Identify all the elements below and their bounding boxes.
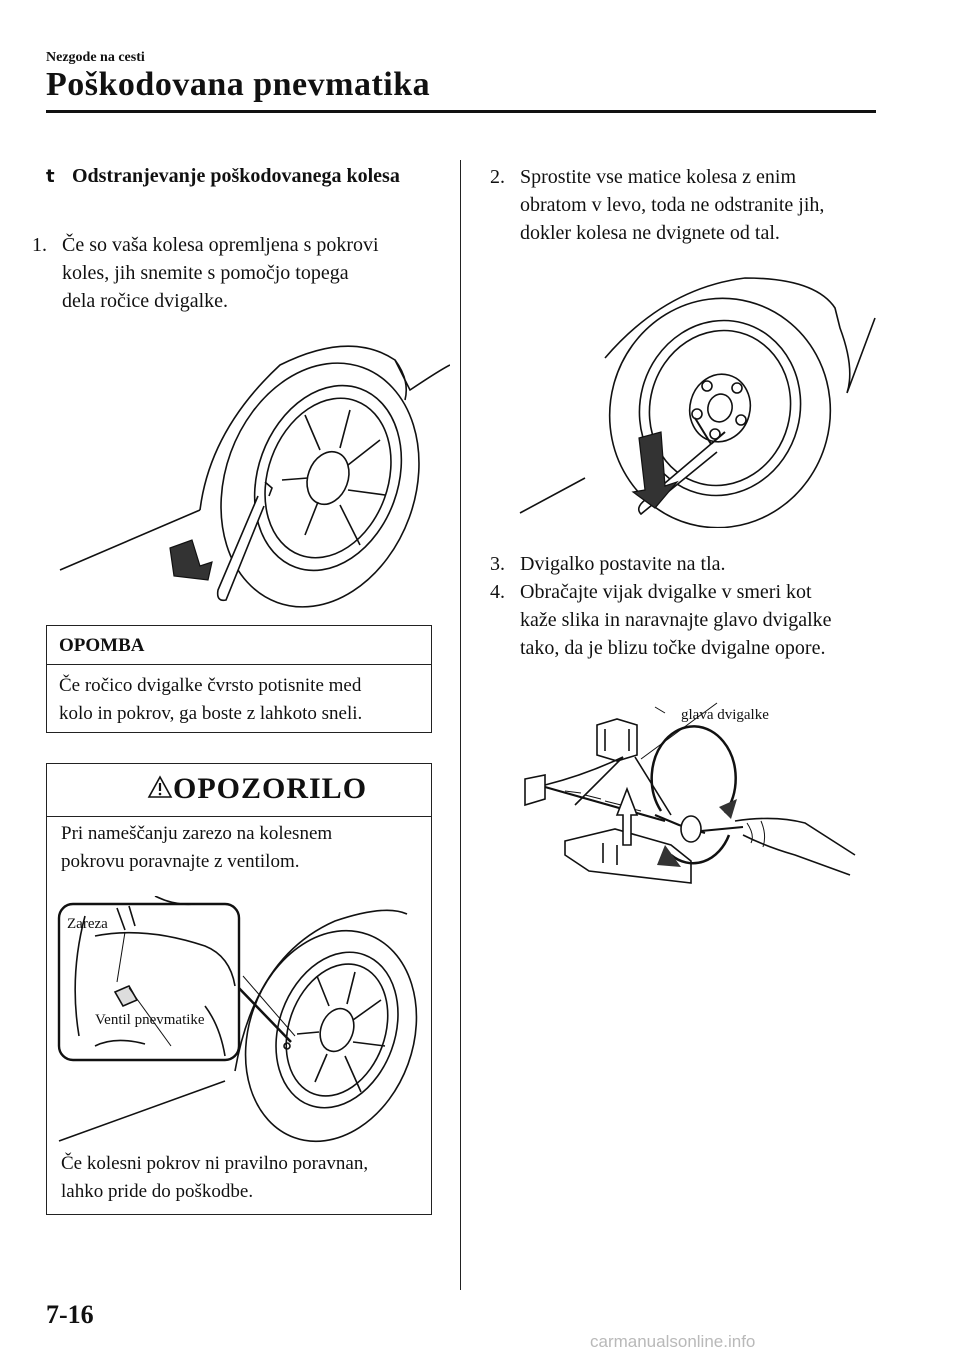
- watermark: carmanualsonline.info: [590, 1332, 756, 1351]
- step-number: 2.: [490, 166, 505, 188]
- note-title: OPOMBA: [59, 635, 145, 656]
- step-4: 4. Obračajte vijak dvigalke v smeri kot …: [490, 578, 910, 668]
- step-line: obratom v levo, toda ne odstranite jih,: [520, 194, 825, 216]
- step-2: 2. Sprostite vse matice kolesa z enim ob…: [490, 163, 910, 253]
- step-number: 1.: [32, 234, 47, 256]
- step-line: dela ročice dvigalke.: [62, 290, 229, 312]
- step-line: Če so vaša kolesa opremljena s pokrovi: [62, 234, 379, 256]
- step-line: Sprostite vse matice kolesa z enim: [520, 166, 797, 188]
- valve-label: Ventil pnevmatike: [95, 1012, 205, 1028]
- warning-text: Pri nameščanju zarezo na kolesnem pokrov…: [61, 820, 421, 876]
- note-header: OPOMBA: [47, 626, 431, 665]
- wheel-cover-removal-illustration: [50, 330, 450, 610]
- step-line: dokler kolesa ne dvignete od tal.: [520, 222, 780, 244]
- step-number: 3.: [490, 553, 505, 575]
- loosen-lug-nuts-illustration: [515, 268, 885, 528]
- step-text: Če so vaša kolesa opremljena s pokrovi k…: [62, 231, 379, 315]
- warning-line: Pri nameščanju zarezo na kolesnem: [61, 823, 333, 844]
- jack-adjustment-illustration: glava dvigalke: [505, 695, 885, 905]
- page-title: Poškodovana pnevmatika: [46, 66, 431, 103]
- subheading-text: Odstranjevanje poškodovanega kolesa: [72, 165, 400, 187]
- step-line: Obračajte vijak dvigalke v smeri kot: [520, 581, 812, 603]
- note-line: kolo in pokrov, ga boste z lahkoto sneli…: [59, 703, 363, 724]
- subheading-bullet: t: [46, 166, 55, 187]
- warning-text-bottom: Če kolesni pokrov ni pravilno poravnan, …: [61, 1150, 427, 1206]
- title-rule: [46, 110, 876, 113]
- jack-head-label: glava dvigalke: [681, 707, 769, 723]
- step-number: 4.: [490, 581, 505, 603]
- warning-triangle-icon: [147, 775, 173, 799]
- column-divider: [460, 160, 461, 1290]
- step-1: 1. Če so vaša kolesa opremljena s pokrov…: [32, 231, 452, 321]
- warning-title: OPOZORILO: [173, 772, 368, 805]
- warning-box: OPOZORILO Pri nameščanju zarezo na koles…: [46, 763, 432, 1215]
- step-line: kaže slika in naravnajte glavo dvigalke: [520, 609, 832, 631]
- note-box: OPOMBA Če ročico dvigalke čvrsto potisni…: [46, 625, 432, 733]
- step-3: 3. Dvigalko postavite na tla.: [490, 550, 910, 580]
- wheel-cover-alignment-illustration: Zareza Ventil pnevmatike: [55, 896, 425, 1146]
- page-number: 7-16: [46, 1300, 94, 1329]
- step-text: Obračajte vijak dvigalke v smeri kot kaž…: [520, 578, 832, 662]
- note-body: Če ročico dvigalke čvrsto potisnite med …: [59, 672, 425, 728]
- step-line: tako, da je blizu točke dvigalne opore.: [520, 637, 826, 659]
- step-line: Dvigalko postavite na tla.: [520, 553, 726, 575]
- section-label: Nezgode na cesti: [46, 50, 145, 65]
- warning-header: OPOZORILO: [47, 764, 431, 817]
- warning-line: Če kolesni pokrov ni pravilno poravnan,: [61, 1153, 369, 1174]
- step-text: Dvigalko postavite na tla.: [520, 550, 726, 578]
- warning-line: lahko pride do poškodbe.: [61, 1181, 254, 1202]
- note-line: Če ročico dvigalke čvrsto potisnite med: [59, 675, 362, 696]
- step-text: Sprostite vse matice kolesa z enim obrat…: [520, 163, 824, 247]
- warning-line: pokrovu poravnajte z ventilom.: [61, 851, 300, 872]
- notch-label: Zareza: [67, 916, 108, 932]
- step-line: koles, jih snemite s pomočjo topega: [62, 262, 349, 284]
